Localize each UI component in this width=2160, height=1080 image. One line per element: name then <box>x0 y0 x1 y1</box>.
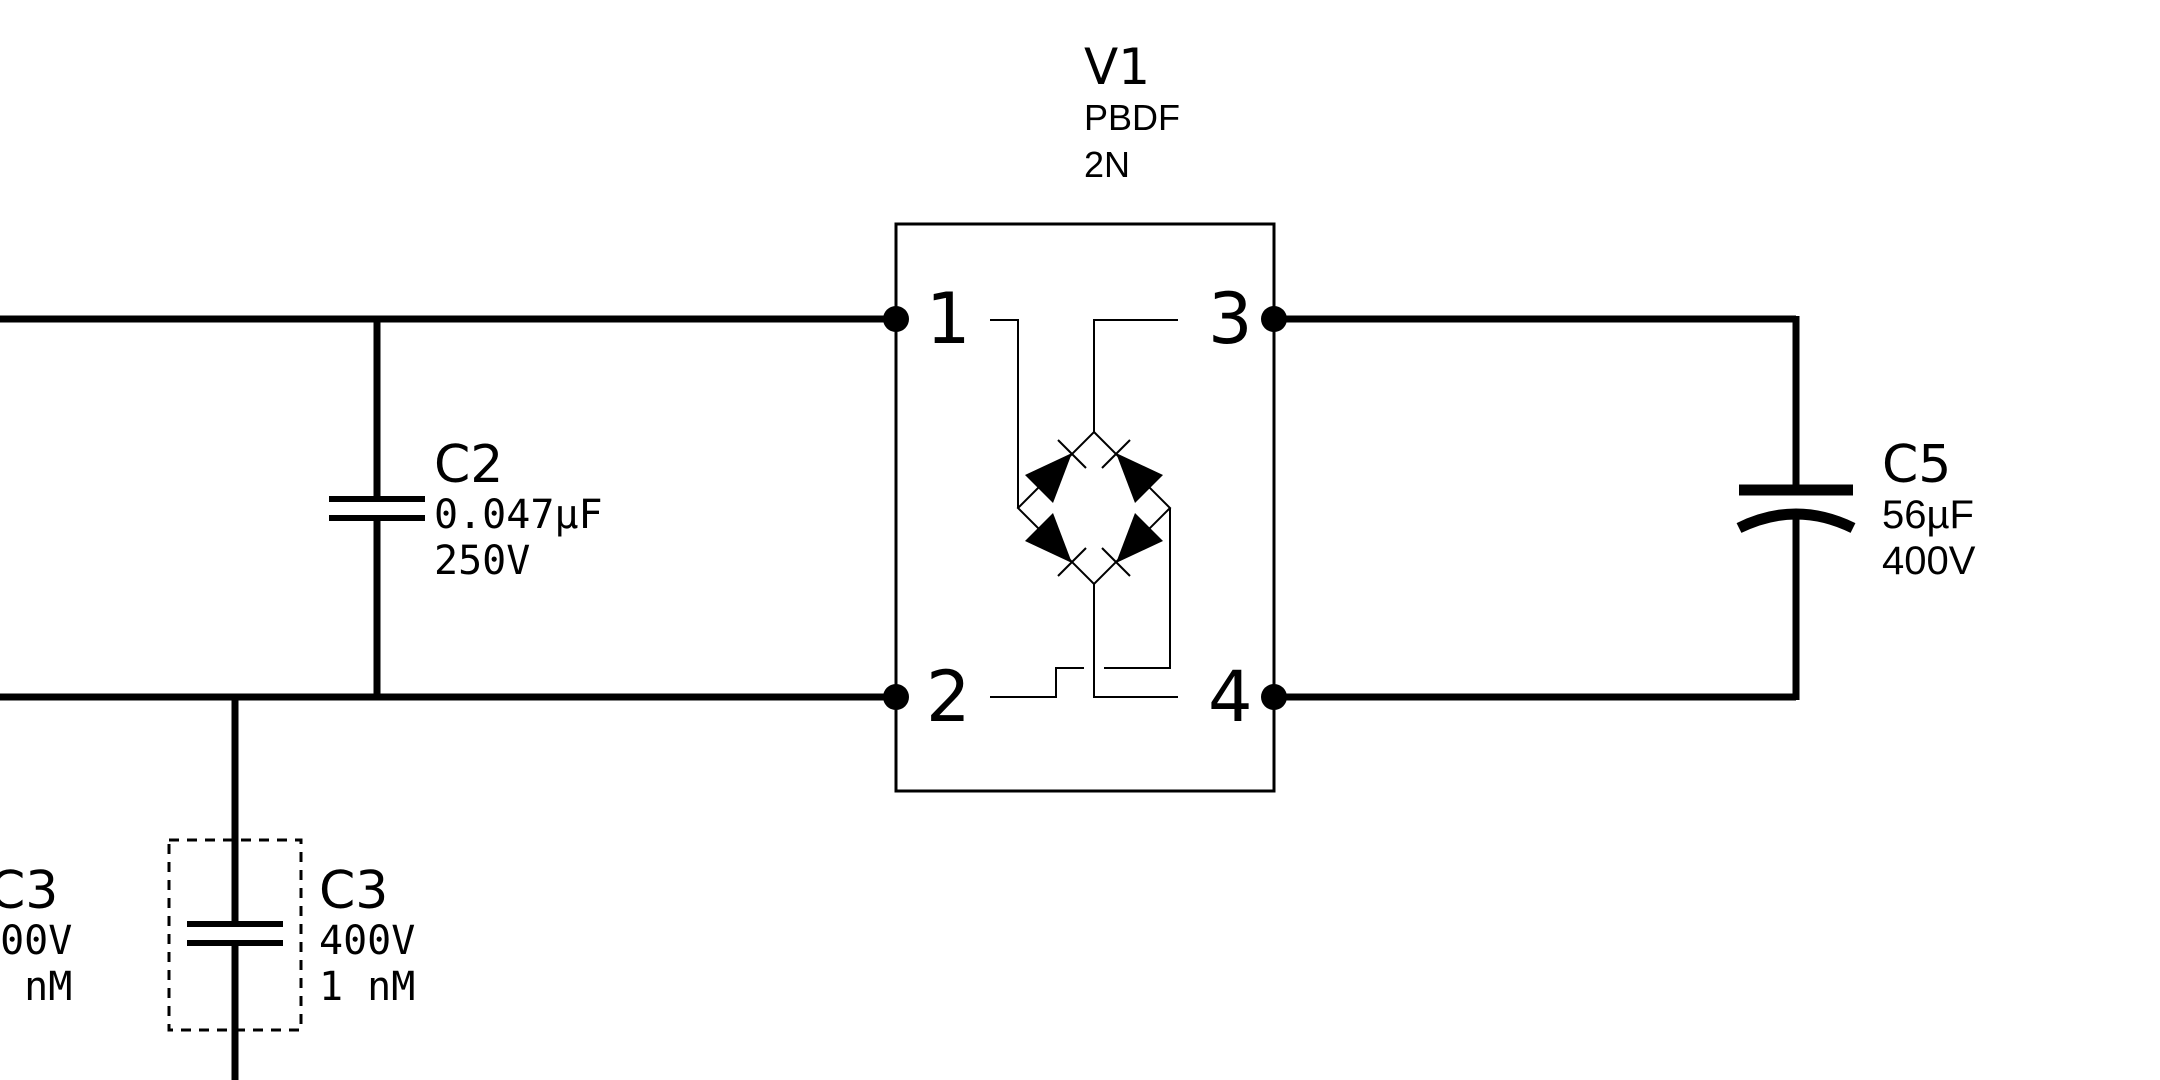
pin-2-dot[interactable] <box>883 684 909 710</box>
cathode-top-right <box>1101 439 1131 469</box>
capacitor-c2[interactable]: C2 0.047µF 250V <box>329 435 603 584</box>
c3-offscreen-value-label: 1 nM <box>0 964 72 1010</box>
v1-body <box>894 222 1276 793</box>
c5-value-label: 56µF <box>1882 493 1974 537</box>
capacitor-c3-offscreen: C3 400V 1 nM <box>0 861 72 1010</box>
pin-4-dot[interactable] <box>1261 684 1287 710</box>
c3-ref-label: C3 <box>319 861 388 921</box>
lead-bottom-node <box>1093 584 1178 698</box>
v1-ref-label: V1 <box>1084 38 1150 96</box>
lead-right-node <box>1104 508 1171 669</box>
c3-offscreen-ref-label: C3 <box>0 861 58 921</box>
c5-rating-label: 400V <box>1882 539 1976 583</box>
bridge-rectifier-v1[interactable]: V1 PBDF 2N 1 2 3 4 <box>883 38 1287 793</box>
diode-top-left <box>1025 453 1072 503</box>
c3-selection-box <box>167 838 303 1032</box>
c5-plate-curved <box>1736 508 1856 533</box>
bridge-diamond <box>1016 430 1172 586</box>
wires <box>0 315 1800 1080</box>
capacitor-c5[interactable]: C5 56µF 400V <box>1736 435 1976 583</box>
c3-rating-label: 400V <box>319 918 415 964</box>
cathode-top-left <box>1057 439 1087 469</box>
lead-pin-3 <box>1093 319 1178 432</box>
c3-offscreen-rating-label: 400V <box>0 918 72 964</box>
c5-ref-label: C5 <box>1882 435 1951 495</box>
c2-rating-label: 250V <box>434 538 530 584</box>
diode-bottom-left <box>1025 513 1072 563</box>
c2-ref-label: C2 <box>434 435 503 495</box>
pin-2-label: 2 <box>926 656 971 738</box>
lead-pin-2 <box>990 667 1084 698</box>
v1-part-label: PBDF <box>1084 97 1180 138</box>
diode-top-right <box>1116 453 1163 503</box>
pin-1-label: 1 <box>926 278 971 360</box>
capacitor-c3[interactable]: C3 400V 1 nM <box>167 838 415 1032</box>
diode-bottom-right <box>1116 513 1163 563</box>
c2-value-label: 0.047µF <box>434 492 603 538</box>
pin-1-dot[interactable] <box>883 306 909 332</box>
pin-3-label: 3 <box>1208 278 1253 360</box>
v1-variant-label: 2N <box>1084 144 1130 185</box>
bridge-diode-symbol <box>990 319 1178 698</box>
cathode-bottom-right <box>1101 547 1131 577</box>
cathode-bottom-left <box>1057 547 1087 577</box>
pin-4-label: 4 <box>1208 656 1253 738</box>
pin-3-dot[interactable] <box>1261 306 1287 332</box>
c3-value-label: 1 nM <box>319 964 415 1010</box>
lead-pin-1 <box>990 319 1019 508</box>
